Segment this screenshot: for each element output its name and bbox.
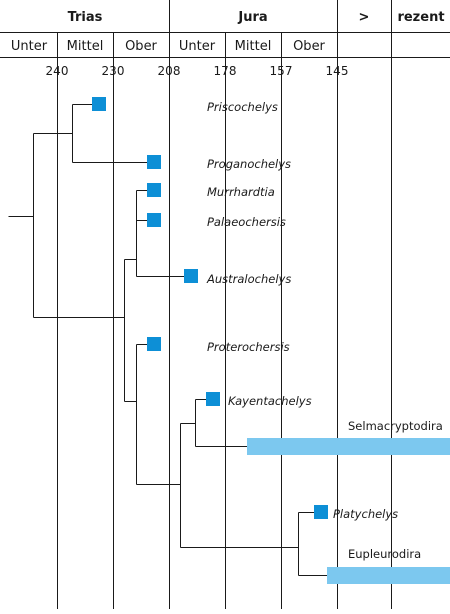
tree-branches [8,104,327,576]
fossil-marker-proganochelys [147,155,161,169]
clade-label-selmacryptodira: Selmacryptodira [348,419,443,433]
range-bar-eupleurodira [327,567,450,584]
epoch-label-trias-ober: Ober [125,39,157,54]
period-labels: Trias Jura > rezent [68,10,445,25]
epoch-label-jura-unter: Unter [179,39,216,54]
epoch-label-trias-mittel: Mittel [67,39,104,54]
taxon-label-proterochersis: Proterochersis [207,340,290,354]
period-label-jura: Jura [237,10,267,25]
fossil-marker-australochelys [184,269,198,283]
clade-labels: Selmacryptodira Eupleurodira [348,419,443,561]
epoch-label-trias-unter: Unter [11,39,48,54]
timeline-lines [57,33,392,609]
age-label-230: 230 [102,64,125,78]
taxon-label-australochelys: Australochelys [206,272,291,286]
taxon-label-priscochelys: Priscochelys [207,100,278,114]
period-label-rezent: rezent [397,10,444,25]
fossil-marker-priscochelys [92,97,106,111]
taxon-labels: Priscochelys Proganochelys Murrhardtia P… [206,100,398,521]
age-label-157: 157 [270,64,293,78]
fossil-marker-proterochersis [147,337,161,351]
taxon-label-kayentachelys: Kayentachelys [228,394,312,408]
clade-label-eupleurodira: Eupleurodira [348,547,421,561]
age-label-240: 240 [46,64,69,78]
taxon-label-palaeochersis: Palaeochersis [207,215,286,229]
range-bar-selmacryptodira [247,438,450,455]
taxon-label-murrhardtia: Murrhardtia [207,185,275,199]
epoch-label-jura-ober: Ober [293,39,325,54]
taxon-label-platychelys: Platychelys [333,507,398,521]
period-label-cretaceous: > [359,10,370,25]
fossil-marker-murrhardtia [147,183,161,197]
age-labels: 240 230 208 178 157 145 [46,64,349,78]
age-label-178: 178 [214,64,237,78]
age-label-208: 208 [158,64,181,78]
epoch-label-jura-mittel: Mittel [235,39,272,54]
fossil-marker-platychelys [314,505,328,519]
epoch-labels: Unter Mittel Ober Unter Mittel Ober [11,39,326,54]
fossil-marker-palaeochersis [147,213,161,227]
fossil-markers [92,97,328,519]
period-label-trias: Trias [68,10,103,25]
taxon-label-proganochelys: Proganochelys [207,157,291,171]
fossil-marker-kayentachelys [206,392,220,406]
age-label-145: 145 [326,64,349,78]
extant-bars [247,438,450,584]
